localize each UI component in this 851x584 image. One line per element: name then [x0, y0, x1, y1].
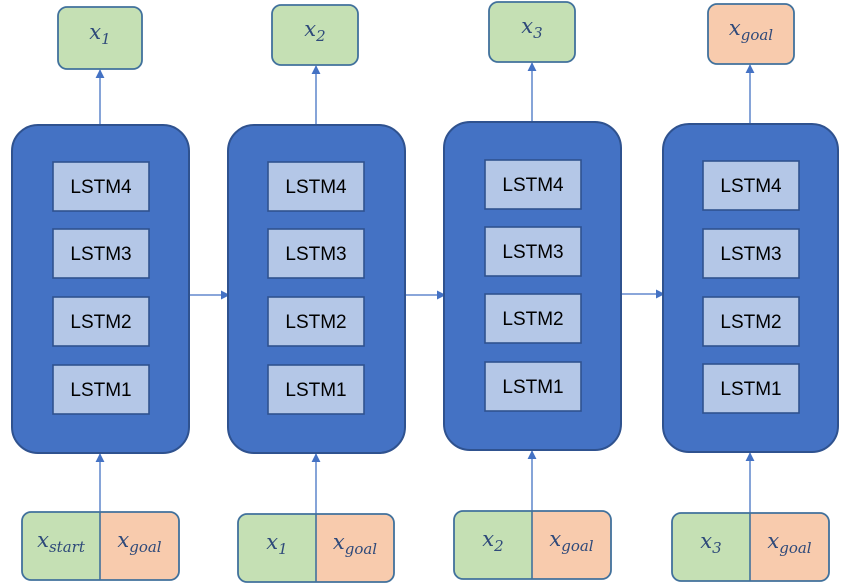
- input-right-half: [316, 514, 394, 582]
- lstm-layer-label: LSTM2: [502, 309, 563, 330]
- lstm-layer-lstm4: LSTM4: [52, 161, 150, 212]
- lstm-layer-box: [702, 160, 800, 211]
- lstm-layer-box: [52, 161, 150, 212]
- lstm-layer-box: [484, 226, 582, 277]
- output-node: x3: [488, 1, 576, 63]
- input-label-goal: xgoal: [117, 528, 161, 556]
- input-node: x1 xgoal: [237, 513, 395, 583]
- arrows: [95, 62, 755, 514]
- lstm-layer-label: LSTM4: [720, 176, 782, 197]
- lstm-layer-label: LSTM4: [70, 177, 132, 198]
- input-node: x2 xgoal: [453, 510, 612, 580]
- lstm-layer-box: [702, 296, 800, 347]
- lstm-layer-lstm2: LSTM2: [267, 296, 365, 347]
- lstm-layer-label: LSTM1: [285, 380, 346, 401]
- input-right-half: [532, 511, 611, 579]
- lstm-layer-lstm1: LSTM1: [267, 364, 365, 415]
- lstm-layer-lstm1: LSTM1: [702, 363, 800, 414]
- input-right-half: [750, 513, 829, 581]
- lstm-layer-lstm2: LSTM2: [484, 293, 582, 344]
- lstm-layer-label: LSTM2: [285, 312, 346, 333]
- lstm-layer-lstm4: LSTM4: [702, 160, 800, 211]
- input-node: xstart xgoal: [21, 511, 180, 581]
- input-left-half: [22, 512, 100, 580]
- lstm-layer-box: [52, 296, 150, 347]
- lstm-layer-box: [484, 159, 582, 210]
- lstm-layer-box: [702, 363, 800, 414]
- lstm-layer-label: LSTM1: [720, 379, 781, 400]
- input-label-current: xstart: [37, 528, 86, 556]
- lstm-layer-label: LSTM4: [285, 177, 347, 198]
- input-label-goal: xgoal: [333, 530, 377, 558]
- output-label: x3: [521, 14, 542, 42]
- input-left-half: [672, 513, 750, 581]
- input-right-half: [100, 512, 179, 580]
- input-label-current: x1: [266, 530, 287, 558]
- input-left-half: [238, 514, 316, 582]
- lstm-layer-lstm3: LSTM3: [484, 226, 582, 277]
- lstm-layer-label: LSTM1: [70, 380, 131, 401]
- output-node: x1: [57, 6, 143, 70]
- input-label-goal: xgoal: [549, 527, 593, 555]
- lstm-layer-box: [267, 296, 365, 347]
- output-node: x2: [271, 4, 359, 66]
- lstm-layer-box: [52, 228, 150, 279]
- input-label-current: x2: [482, 527, 503, 555]
- lstm-layer-lstm1: LSTM1: [484, 361, 582, 412]
- lstm-layer-lstm4: LSTM4: [267, 161, 365, 212]
- lstm-layer-lstm3: LSTM3: [702, 228, 800, 279]
- lstm-layer-label: LSTM3: [285, 244, 346, 265]
- output-box: [57, 6, 143, 70]
- output-node: xgoal: [707, 3, 795, 65]
- input-label-current: x3: [700, 529, 721, 557]
- lstm-layer-label: LSTM2: [70, 312, 131, 333]
- lstm-layer-lstm1: LSTM1: [52, 364, 150, 415]
- lstm-layer-box: [702, 228, 800, 279]
- lstm-layer-label: LSTM3: [502, 242, 563, 263]
- output-label: xgoal: [729, 16, 773, 44]
- lstm-layer-label: LSTM3: [70, 244, 131, 265]
- output-box: [271, 4, 359, 66]
- output-box: [707, 3, 795, 65]
- lstm-layer-label: LSTM4: [502, 175, 564, 196]
- lstm-layer-label: LSTM3: [720, 244, 781, 265]
- lstm-layer-lstm4: LSTM4: [484, 159, 582, 210]
- input-label-goal: xgoal: [767, 529, 811, 557]
- lstm-layer-lstm2: LSTM2: [702, 296, 800, 347]
- input-node: x3 xgoal: [671, 512, 830, 582]
- lstm-layer-lstm2: LSTM2: [52, 296, 150, 347]
- output-box: [488, 1, 576, 63]
- lstm-layer-lstm3: LSTM3: [52, 228, 150, 279]
- lstm-layer-box: [484, 361, 582, 412]
- lstm-layer-box: [267, 364, 365, 415]
- lstm-layer-box: [52, 364, 150, 415]
- output-label: x1: [89, 20, 110, 48]
- lstm-layer-label: LSTM2: [720, 312, 781, 333]
- lstm-layer-box: [484, 293, 582, 344]
- input-left-half: [454, 511, 532, 579]
- lstm-layer-box: [267, 228, 365, 279]
- lstm-layer-lstm3: LSTM3: [267, 228, 365, 279]
- output-label: x2: [304, 17, 325, 45]
- lstm-layer-label: LSTM1: [502, 377, 563, 398]
- lstm-layer-box: [267, 161, 365, 212]
